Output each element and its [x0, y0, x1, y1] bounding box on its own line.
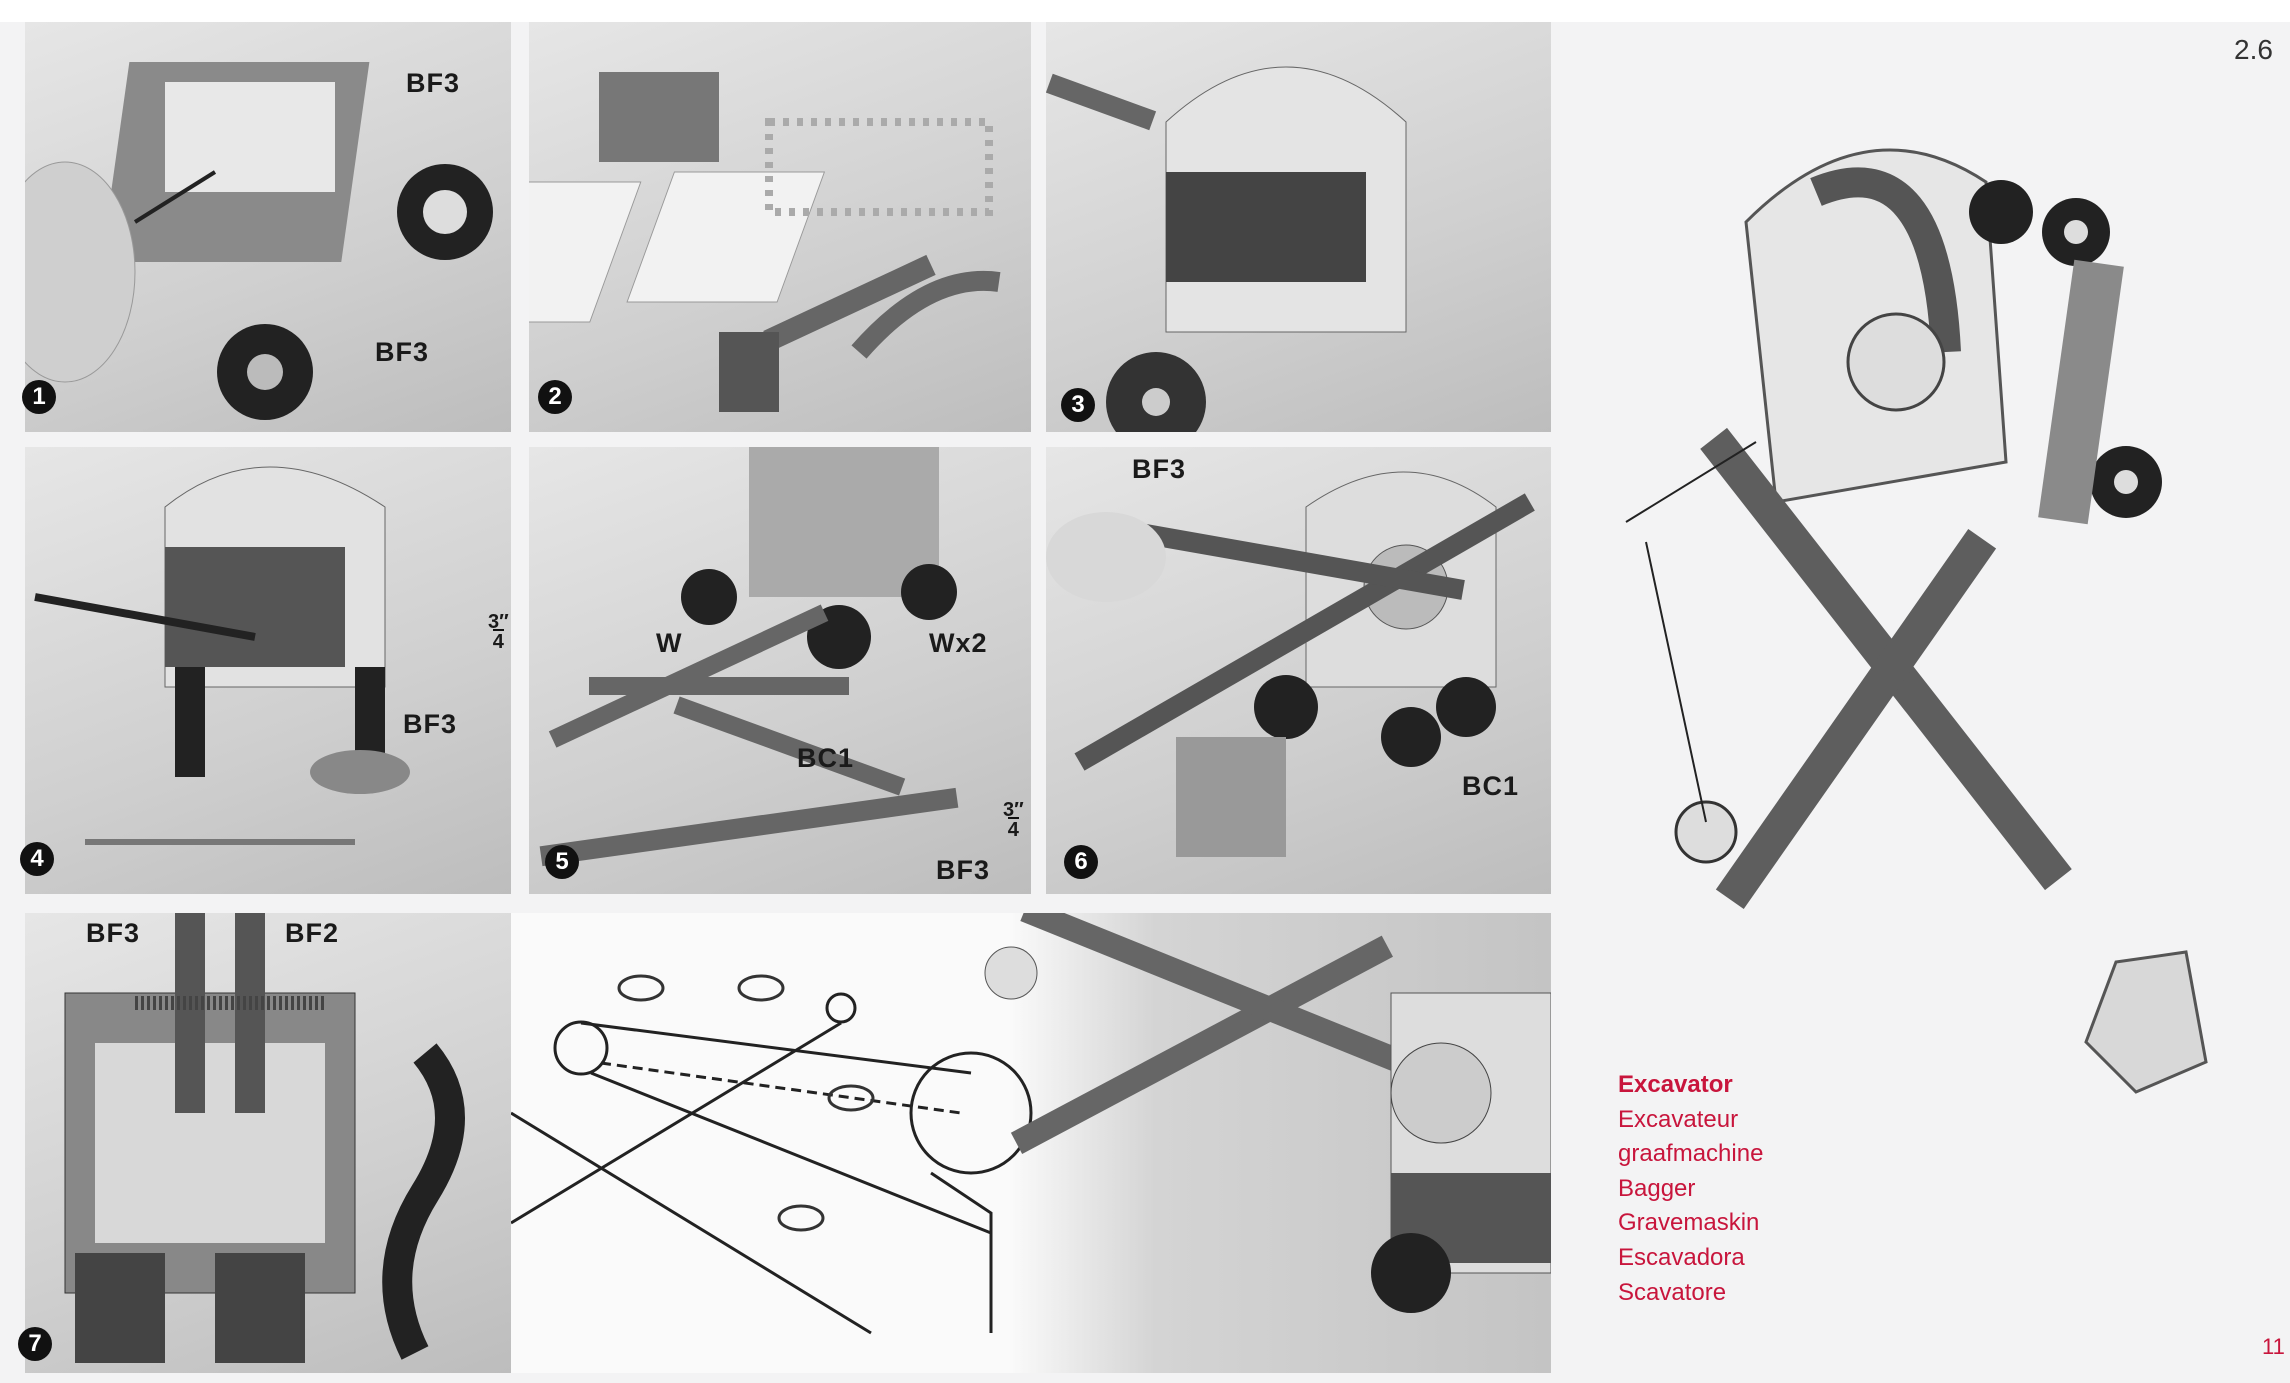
fraction-unit: ″: [1014, 799, 1024, 821]
model-title-italian: Scavatore: [1618, 1278, 1727, 1306]
step-1-photo: [25, 22, 511, 432]
model-title-norwegian: Gravemaskin: [1618, 1209, 1760, 1237]
fraction-label: 3″4: [1003, 799, 1024, 841]
part-label: BF2: [285, 918, 340, 948]
model-title-portuguese: Escavadora: [1618, 1243, 1745, 1271]
excavator-model-photo: [1606, 102, 2246, 1162]
page-number: 11: [2262, 1334, 2285, 1359]
step-2-photo: [529, 22, 1031, 432]
part-label: BF3: [406, 68, 461, 98]
step-number-badge: 5: [545, 845, 579, 879]
step-number-badge: 6: [1064, 845, 1098, 879]
part-label: Wx2: [929, 628, 988, 658]
step-4-photo: [25, 447, 511, 894]
step-number-badge: 2: [538, 380, 572, 414]
step-number-badge: 3: [1061, 388, 1095, 422]
fraction-numerator: 3: [488, 611, 500, 633]
model-title-dutch: graafmachine: [1618, 1140, 1764, 1168]
part-label: BF3: [375, 337, 430, 367]
section-number: 2.6: [2234, 34, 2273, 65]
step-7-photo: [25, 913, 511, 1373]
step-8-string-diagram: [511, 913, 1551, 1373]
step-number-badge: 1: [22, 380, 56, 414]
model-title-german: Bagger: [1618, 1174, 1696, 1202]
model-title: Excavator: [1618, 1071, 1733, 1098]
part-label: BC1: [1462, 771, 1520, 801]
step-3-photo: [1046, 22, 1551, 432]
model-title-block: Excavator Excavateur graafmachine Bagger…: [1618, 1068, 1763, 1310]
part-label: BF3: [1132, 454, 1187, 484]
step-number-badge: 4: [20, 842, 54, 876]
page-top-margin: [0, 0, 2290, 22]
fraction-label: 3″4: [488, 611, 509, 653]
step-number-badge: 7: [18, 1327, 52, 1361]
part-label: BF3: [86, 918, 141, 948]
fraction-denominator: 4: [1007, 817, 1019, 841]
step-5-photo: [529, 447, 1031, 894]
step-6-photo: [1046, 447, 1551, 894]
part-label: BF3: [403, 709, 458, 739]
fraction-denominator: 4: [492, 629, 504, 653]
fraction-numerator: 3: [1003, 799, 1015, 821]
fraction-unit: ″: [499, 611, 509, 633]
part-label: BF3: [936, 855, 991, 885]
part-label: BC1: [797, 743, 855, 773]
part-label: W: [656, 628, 683, 658]
model-title-french: Excavateur: [1618, 1105, 1739, 1133]
